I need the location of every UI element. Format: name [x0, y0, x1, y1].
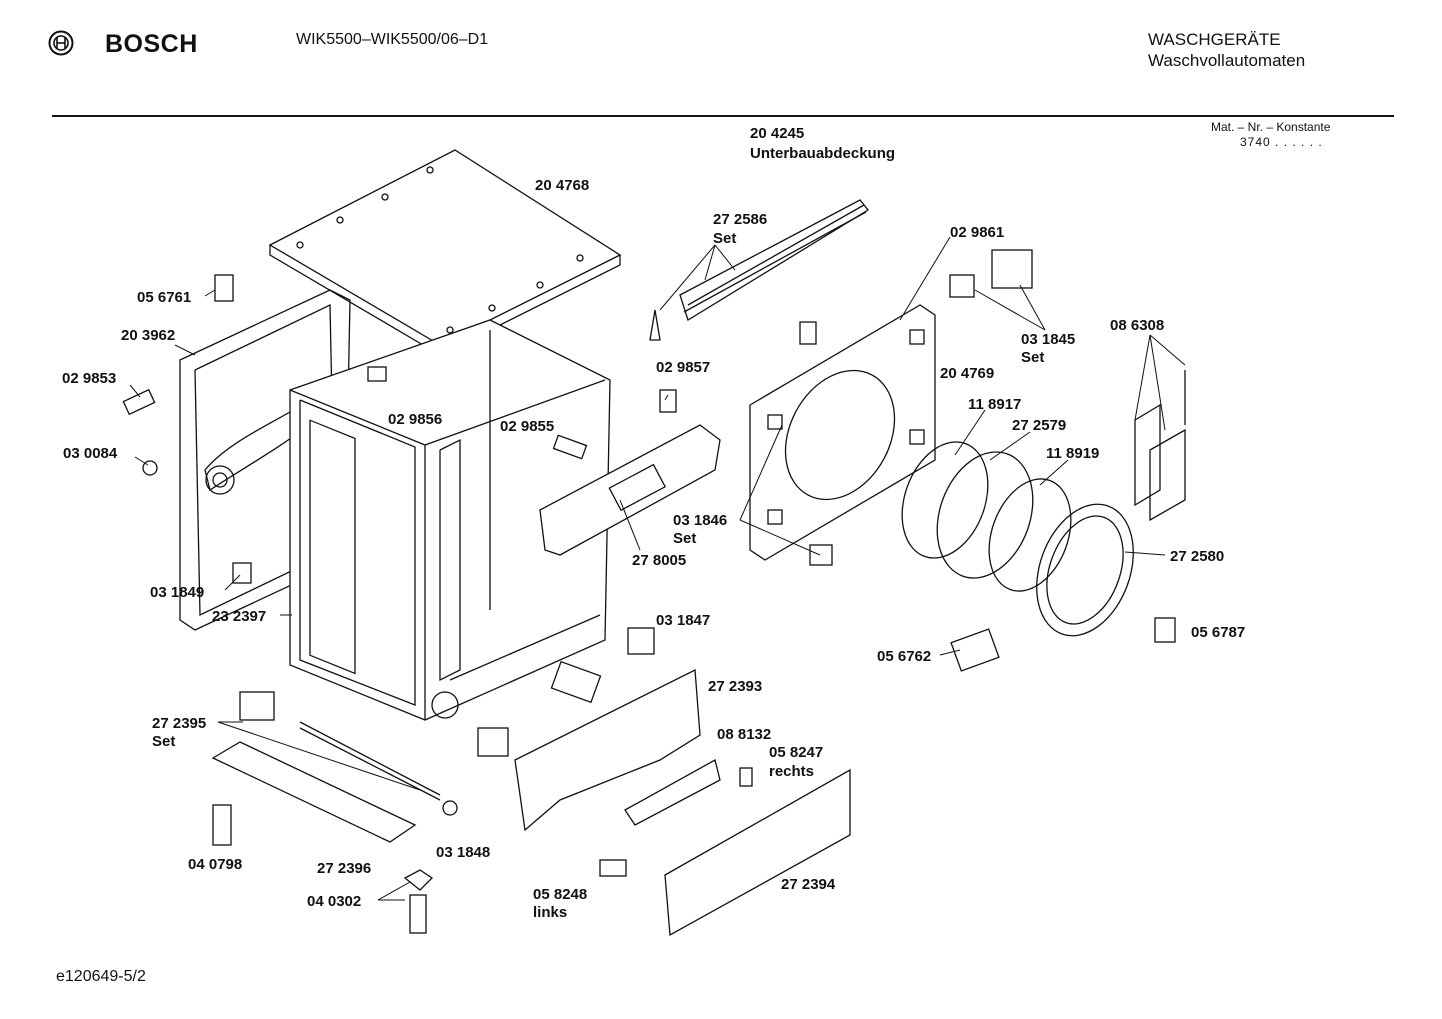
label-029855: 02 9855 — [500, 418, 554, 435]
label-278005: 27 8005 — [632, 552, 686, 569]
label-086308: 08 6308 — [1110, 317, 1164, 334]
label-204769: 20 4769 — [940, 365, 994, 382]
label-272395: 27 2395 — [152, 715, 206, 732]
model-number: WIK5500–WIK5500/06–D1 — [296, 31, 489, 48]
leader-lines — [129, 236, 1186, 901]
label-272580: 27 2580 — [1170, 548, 1224, 565]
label-272579: 27 2579 — [1012, 417, 1066, 434]
control-panel-bracket-part — [539, 424, 721, 556]
front-panel-part — [749, 304, 936, 561]
label-056761: 05 6761 — [137, 289, 191, 306]
label-031846-set: Set — [673, 530, 696, 547]
label-272586: 27 2586 — [713, 211, 767, 228]
door-ring-parts — [901, 441, 1134, 637]
label-058248-side: links — [533, 904, 567, 921]
label-031848: 03 1848 — [436, 844, 490, 861]
hinge-part — [1134, 370, 1186, 522]
label-204245: 20 4245 — [750, 125, 804, 142]
label-272396: 27 2396 — [317, 860, 371, 877]
label-272393: 27 2393 — [708, 678, 762, 695]
label-029853: 02 9853 — [62, 370, 116, 387]
material-number-label: Mat. – Nr. – Konstante — [1211, 120, 1331, 134]
label-058247-side: rechts — [769, 763, 814, 780]
label-088132: 08 8132 — [717, 726, 771, 743]
header-divider — [52, 115, 1394, 117]
label-056787: 05 6787 — [1191, 624, 1245, 641]
label-058247: 05 8247 — [769, 744, 823, 761]
brand-name: BOSCH — [105, 30, 198, 58]
label-118917: 11 8917 — [968, 396, 1021, 413]
label-031845-set: Set — [1021, 349, 1044, 366]
label-029856: 02 9856 — [388, 411, 442, 428]
material-number-value: 3740 . . . . . . — [1240, 135, 1323, 149]
label-031846: 03 1846 — [673, 512, 727, 529]
small-fastener-parts — [122, 249, 1176, 934]
label-058248: 05 8248 — [533, 886, 587, 903]
label-272395-set: Set — [152, 733, 175, 750]
category-title: WASCHGERÄTE — [1148, 30, 1281, 49]
label-029861: 02 9861 — [950, 224, 1004, 241]
part-labels: 20 4245 Unterbauabdeckung 20 4768 27 258… — [62, 125, 1245, 921]
label-056762: 05 6762 — [877, 648, 931, 665]
label-040798: 04 0798 — [188, 856, 242, 873]
label-031845: 03 1845 — [1021, 331, 1075, 348]
label-031847: 03 1847 — [656, 612, 710, 629]
label-203962: 20 3962 — [121, 327, 175, 344]
trim-strip-part — [649, 199, 869, 341]
label-204768: 20 4768 — [535, 177, 589, 194]
label-030084: 03 0084 — [63, 445, 118, 462]
bosch-logo-icon — [48, 30, 74, 56]
label-272394: 27 2394 — [781, 876, 836, 893]
label-118919: 11 8919 — [1046, 445, 1099, 462]
category-subtitle: Waschvollautomaten — [1148, 51, 1306, 70]
label-031849: 03 1849 — [150, 584, 204, 601]
label-272586-set: Set — [713, 230, 736, 247]
label-204245-desc: Unterbauabdeckung — [750, 145, 895, 162]
label-232397: 23 2397 — [212, 608, 266, 625]
base-plate-part — [211, 668, 851, 937]
label-029857: 02 9857 — [656, 359, 710, 376]
cabinet-body-part — [289, 319, 611, 721]
label-040302: 04 0302 — [307, 893, 361, 910]
drawing-reference: e120649-5/2 — [56, 968, 146, 985]
